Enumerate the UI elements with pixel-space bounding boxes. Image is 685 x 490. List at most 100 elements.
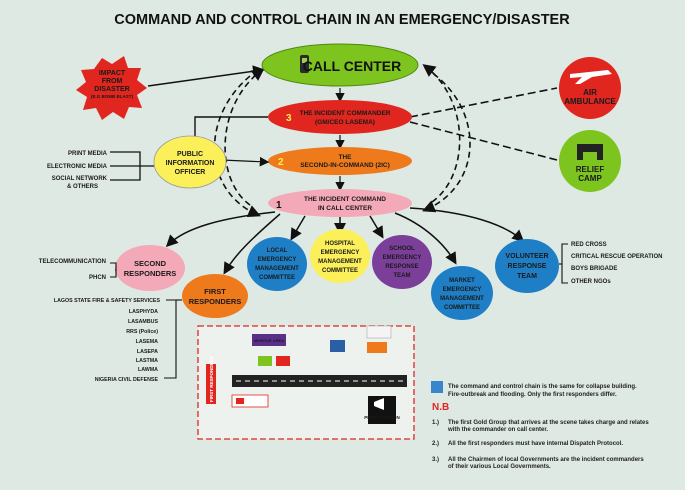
- incident-site-map: FIRST RESPONDERS MORGUE AREA PRESS STATI…: [197, 325, 415, 440]
- arrow-to-school-ert: [369, 215, 384, 239]
- impact-burst: IMPACT FROM DISASTER (E.G BOMB BLAST): [76, 56, 147, 120]
- icc-number: 1: [276, 200, 282, 211]
- note-3-line2: of their various Local Governments.: [448, 464, 551, 470]
- first-responders-strip: [206, 364, 216, 404]
- legend-line2: Fire-outbreak and flooding. Only the fir…: [448, 392, 617, 398]
- page-title: COMMAND AND CONTROL CHAIN IN AN EMERGENC…: [114, 12, 570, 28]
- first-list-item: LASEMA: [136, 339, 159, 345]
- sr-line1: SECOND: [134, 259, 167, 268]
- pio-line1: PUBLIC: [177, 151, 203, 158]
- arrow-to-second-responders: [165, 211, 276, 248]
- nb-label: N.B: [432, 402, 449, 413]
- market-line1: MARKET: [449, 278, 475, 284]
- note-1-line1: The first Gold Group that arrives at the…: [448, 420, 649, 426]
- 2ic-line2: SECOND-IN-COMMAND (2IC): [300, 162, 390, 169]
- hospital-line2: EMERGENCY: [321, 250, 360, 256]
- icc-line1: THE INCIDENT COMMAND: [304, 196, 386, 203]
- ic-to-pio-line: [194, 116, 268, 140]
- volunteer-line2: RESPONSE: [508, 263, 547, 270]
- first-list-item: LASAMBUS: [128, 319, 158, 325]
- dashed-cycle-left-up: [224, 68, 265, 206]
- arrow-to-local-emc: [290, 215, 306, 241]
- school-ert-node: SCHOOL EMERGENCY RESPONSE TEAM: [372, 235, 432, 289]
- school-line4: TEAM: [394, 273, 411, 279]
- first-list-item: NIGERIA CIVIL DEFENSE: [95, 377, 159, 383]
- legend-line1: The command and control chain is the sam…: [448, 384, 637, 390]
- hospital-line1: HOSPITAL: [325, 241, 355, 247]
- media-social-1: SOCIAL NETWORK: [52, 176, 108, 182]
- local-line1: LOCAL: [267, 248, 288, 254]
- info-zone: [366, 325, 392, 339]
- link-air-ambulance: [409, 87, 558, 118]
- dashed-cycle-right-up: [422, 64, 461, 203]
- link-relief-camp: [409, 121, 558, 161]
- incident-commander-node: 3 THE INCIDENT COMMANDER (GM/CEO LASEMA): [268, 100, 412, 134]
- air-line2: AMBULANCE: [564, 97, 616, 106]
- school-line2: EMERGENCY: [383, 255, 422, 261]
- arrow-to-market-emc: [394, 212, 457, 265]
- legend-swatch: [431, 381, 443, 393]
- pio-arrow: [221, 156, 270, 167]
- impact-arrow: [147, 65, 265, 87]
- 2ic-line1: THE: [339, 154, 353, 161]
- call-center-node: CALL CENTER: [261, 43, 419, 87]
- media-electronic: ELECTRONIC MEDIA: [47, 164, 108, 170]
- volunteer-list-2: BOYS BRIGADE: [571, 266, 617, 272]
- fr-line2: RESPONDERS: [189, 297, 242, 306]
- second-in-command-node: 2 THE SECOND-IN-COMMAND (2IC): [268, 147, 412, 175]
- plane-icon: [570, 70, 612, 84]
- volunteer-list-1: CRITICAL RESCUE OPERATION: [571, 254, 662, 260]
- incident-command-node: 1 THE INCIDENT COMMAND IN CALL CENTER: [268, 189, 412, 217]
- blue-zone: [330, 340, 345, 352]
- hospital-line3: MANAGEMENT: [318, 259, 362, 265]
- first-list-item: LASTMA: [136, 358, 158, 364]
- site-first-responders: FIRST RESPONDERS: [209, 356, 214, 402]
- 2ic-number: 2: [278, 157, 284, 168]
- local-emc-node: LOCAL EMERGENCY MANAGEMENT COMMITTEE: [247, 237, 307, 291]
- volunteer-list-0: RED CROSS: [571, 242, 607, 248]
- note-3-num: 3.): [432, 457, 439, 463]
- sr-line2: RESPONDERS: [124, 269, 177, 278]
- ic-line1: THE INCIDENT COMMANDER: [300, 110, 391, 117]
- first-list-item: LASEPA: [137, 349, 158, 355]
- volunteer-list-3: OTHER NGOs: [571, 279, 611, 285]
- impact-line2: FROM: [102, 78, 123, 85]
- first-list-item: LAWMA: [138, 367, 158, 373]
- hospital-emc-node: HOSPITAL EMERGENCY MANAGEMENT COMMITTEE: [310, 229, 370, 283]
- icc-line2: IN CALL CENTER: [318, 205, 372, 212]
- ic-number: 3: [286, 113, 292, 124]
- orange-zone: [367, 342, 387, 353]
- megaphone-icon: [374, 398, 384, 410]
- note-1-num: 1.): [432, 420, 439, 426]
- second-responders-node: SECOND RESPONDERS: [115, 245, 185, 291]
- first-list-item: LASPHYDA: [129, 309, 158, 315]
- impact-line4: (E.G BOMB BLAST): [91, 94, 133, 99]
- dashed-cycle-left: [213, 69, 261, 218]
- volunteer-node: VOLUNTEER RESPONSE TEAM: [495, 239, 559, 293]
- volunteer-line1: VOLUNTEER: [505, 253, 548, 260]
- relief-line1: RELIEF: [576, 165, 605, 174]
- market-line3: MANAGEMENT: [440, 296, 484, 302]
- site-press: PRESS STATION: [364, 415, 400, 420]
- media-social-2: & OTHERS: [67, 184, 98, 190]
- pio-line3: OFFICER: [175, 169, 206, 176]
- note-3-line1: All the Chairmen of local Governments ar…: [448, 457, 644, 463]
- note-2-line1: All the first responders must have inter…: [448, 441, 623, 447]
- site-morgue: MORGUE AREA: [254, 338, 284, 343]
- impact-line3: DISASTER: [94, 86, 129, 93]
- first-list-item: RRS (Police): [126, 329, 158, 335]
- hospital-line4: COMMITTEE: [322, 268, 358, 274]
- red-zone: [276, 356, 290, 366]
- market-line4: COMMITTEE: [444, 305, 480, 311]
- relief-camp-node: RELIEF CAMP: [559, 130, 621, 192]
- first-list: LAGOS STATE FIRE & SAFETY SERVICESLASPHY…: [54, 298, 161, 383]
- school-line1: SCHOOL: [389, 246, 415, 252]
- second-list-0: TELECOMMUNICATION: [39, 259, 106, 265]
- market-emc-node: MARKET EMERGENCY MANAGEMENT COMMITTEE: [431, 266, 493, 320]
- relief-line2: CAMP: [578, 174, 602, 183]
- ic-line2: (GM/CEO LASEMA): [315, 119, 375, 126]
- school-line3: RESPONSE: [385, 264, 418, 270]
- media-print: PRINT MEDIA: [68, 151, 108, 157]
